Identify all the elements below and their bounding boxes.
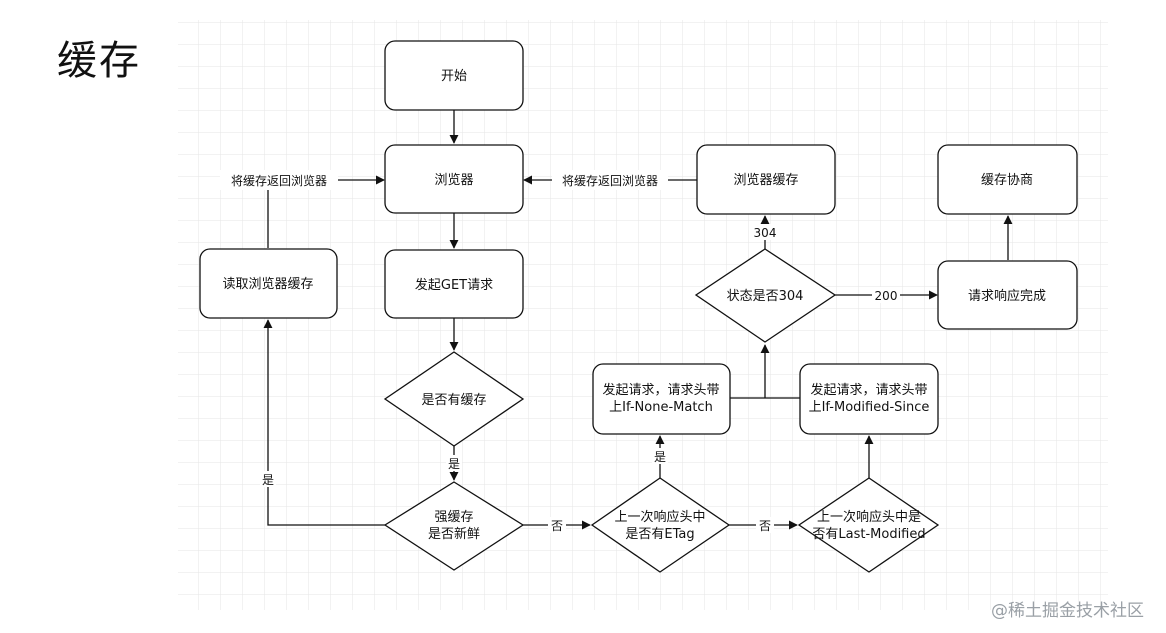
node-has-cache-label: 是否有缓存 [421,393,486,408]
node-browser-label: 浏览器 [434,172,473,188]
node-send-get [384,249,524,319]
edge-label-return-right: 将缓存返回浏览器 [562,173,658,188]
node-browser [384,144,524,214]
watermark: @稀土掘金技术社区 [991,601,1144,621]
node-strong-cache [383,481,525,571]
node-send-get-label: 发起GET请求 [415,277,493,293]
edge-label-yes-hascache: 是 [448,457,460,471]
node-negotiate [937,144,1078,215]
node-request-ims-label-2: 上If-Modified-Since [809,400,930,415]
node-has-cache [383,351,525,447]
node-complete-label: 请求响应完成 [968,288,1046,304]
node-last-modified-label-2: 否有Last-Modified [812,527,925,542]
node-complete [937,260,1078,330]
edge-label-no-fresh: 否 [551,519,563,533]
node-request-ims [799,363,939,435]
node-status-304 [694,248,837,343]
edge-label-200: 200 [875,289,898,303]
edge-label-304: 304 [754,226,777,240]
edge-strong-readcache [263,319,385,526]
node-browser-cache [696,144,836,215]
node-request-inm [592,363,731,435]
node-request-inm-label-1: 发起请求，请求头带 [602,382,719,398]
node-start [384,40,524,111]
node-etag [590,477,731,573]
slide-title: 缓存 [57,38,141,84]
node-start-label: 开始 [441,69,467,84]
node-strong-cache-label-2: 是否新鲜 [428,526,480,542]
node-read-cache [199,248,338,319]
edge-label-return-left: 将缓存返回浏览器 [231,173,327,188]
node-read-cache-label: 读取浏览器缓存 [222,276,313,292]
node-last-modified [797,477,940,573]
node-status-304-label: 状态是否304 [727,289,804,304]
node-negotiate-label: 缓存协商 [981,173,1033,188]
edge-label-yes-fresh: 是 [262,473,274,487]
edge-label-no-etag: 否 [759,519,771,533]
node-browser-cache-label: 浏览器缓存 [733,172,798,188]
edge-label-yes-etag: 是 [654,450,666,464]
node-etag-label-1: 上一次响应头中 [614,509,705,525]
node-request-inm-label-2: 上If-None-Match [609,400,713,415]
node-request-ims-label-1: 发起请求，请求头带 [810,382,927,398]
node-etag-label-2: 是否有ETag [625,527,694,542]
node-strong-cache-label-1: 强缓存 [434,510,473,525]
node-last-modified-label-1: 上一次响应头中是 [817,509,921,525]
